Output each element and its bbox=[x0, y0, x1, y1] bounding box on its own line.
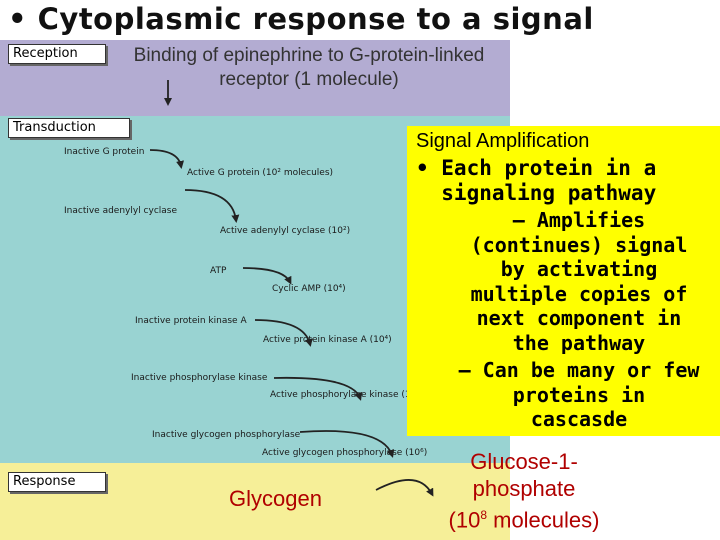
product-line-3-prefix: (10 bbox=[448, 507, 481, 533]
transduction-label: Transduction bbox=[8, 118, 130, 138]
reception-description: Binding of epinephrine to G-protein-link… bbox=[133, 45, 485, 90]
arrow-protein-kinase-a bbox=[254, 319, 313, 347]
reception-label: Reception bbox=[8, 44, 106, 64]
arrow-glycogen-phosphorylase bbox=[299, 430, 395, 458]
product-line-2: phosphate bbox=[472, 476, 576, 501]
arrow-phosphorylase-kinase bbox=[273, 376, 363, 401]
step-active-g-protein: Active G protein (10² molecules) bbox=[187, 168, 334, 178]
signal-amplification-box bbox=[407, 126, 720, 436]
step-inactive-glycogen-phosphorylase: Inactive glycogen phosphorylase bbox=[152, 430, 301, 440]
amplification-subpoint-1: – Amplifies (continues) signal by activa… bbox=[470, 208, 688, 355]
response-label: Response bbox=[8, 472, 106, 492]
step-inactive-adenylyl-cyclase: Inactive adenylyl cyclase bbox=[64, 206, 178, 216]
slide-title: • Cytoplasmic response to a signal bbox=[8, 2, 594, 36]
arrow-g-protein bbox=[149, 149, 185, 169]
amplification-bullet: • Each protein in a signaling pathway bbox=[416, 156, 657, 205]
product-line-3-suffix: molecules) bbox=[487, 507, 600, 533]
step-inactive-g-protein: Inactive G protein bbox=[64, 147, 145, 157]
arrow-glycogen-to-product bbox=[375, 479, 434, 497]
arrow-adenylyl-cyclase bbox=[184, 189, 240, 223]
product-line-1: Glucose-1- bbox=[470, 449, 578, 474]
step-cyclic-amp: Cyclic AMP (10⁴) bbox=[272, 284, 346, 294]
step-inactive-phosphorylase-kinase: Inactive phosphorylase kinase bbox=[131, 373, 268, 383]
amplification-subpoint-2: – Can be many or few proteins in cascasd… bbox=[458, 358, 700, 431]
step-active-glycogen-phosphorylase: Active glycogen phosphorylase (10⁶) bbox=[262, 448, 428, 458]
step-active-adenylyl-cyclase: Active adenylyl cyclase (10²) bbox=[220, 226, 351, 236]
glucose-1-phosphate-label: Glucose-1- phosphate (108 molecules) bbox=[418, 448, 630, 533]
product-exponent: 8 bbox=[480, 508, 487, 522]
step-atp: ATP bbox=[210, 266, 227, 276]
step-inactive-protein-kinase-a: Inactive protein kinase A bbox=[135, 316, 247, 326]
step-active-protein-kinase-a: Active protein kinase A (10⁴) bbox=[263, 335, 392, 345]
glycogen-label: Glycogen bbox=[229, 486, 322, 511]
product-line-3: (108 molecules) bbox=[418, 502, 630, 533]
arrow-cyclic-amp bbox=[242, 267, 292, 285]
step-active-phosphorylase-kinase: Active phosphorylase kinase (10 bbox=[270, 390, 417, 400]
amplification-title: Signal Amplification bbox=[416, 130, 590, 152]
